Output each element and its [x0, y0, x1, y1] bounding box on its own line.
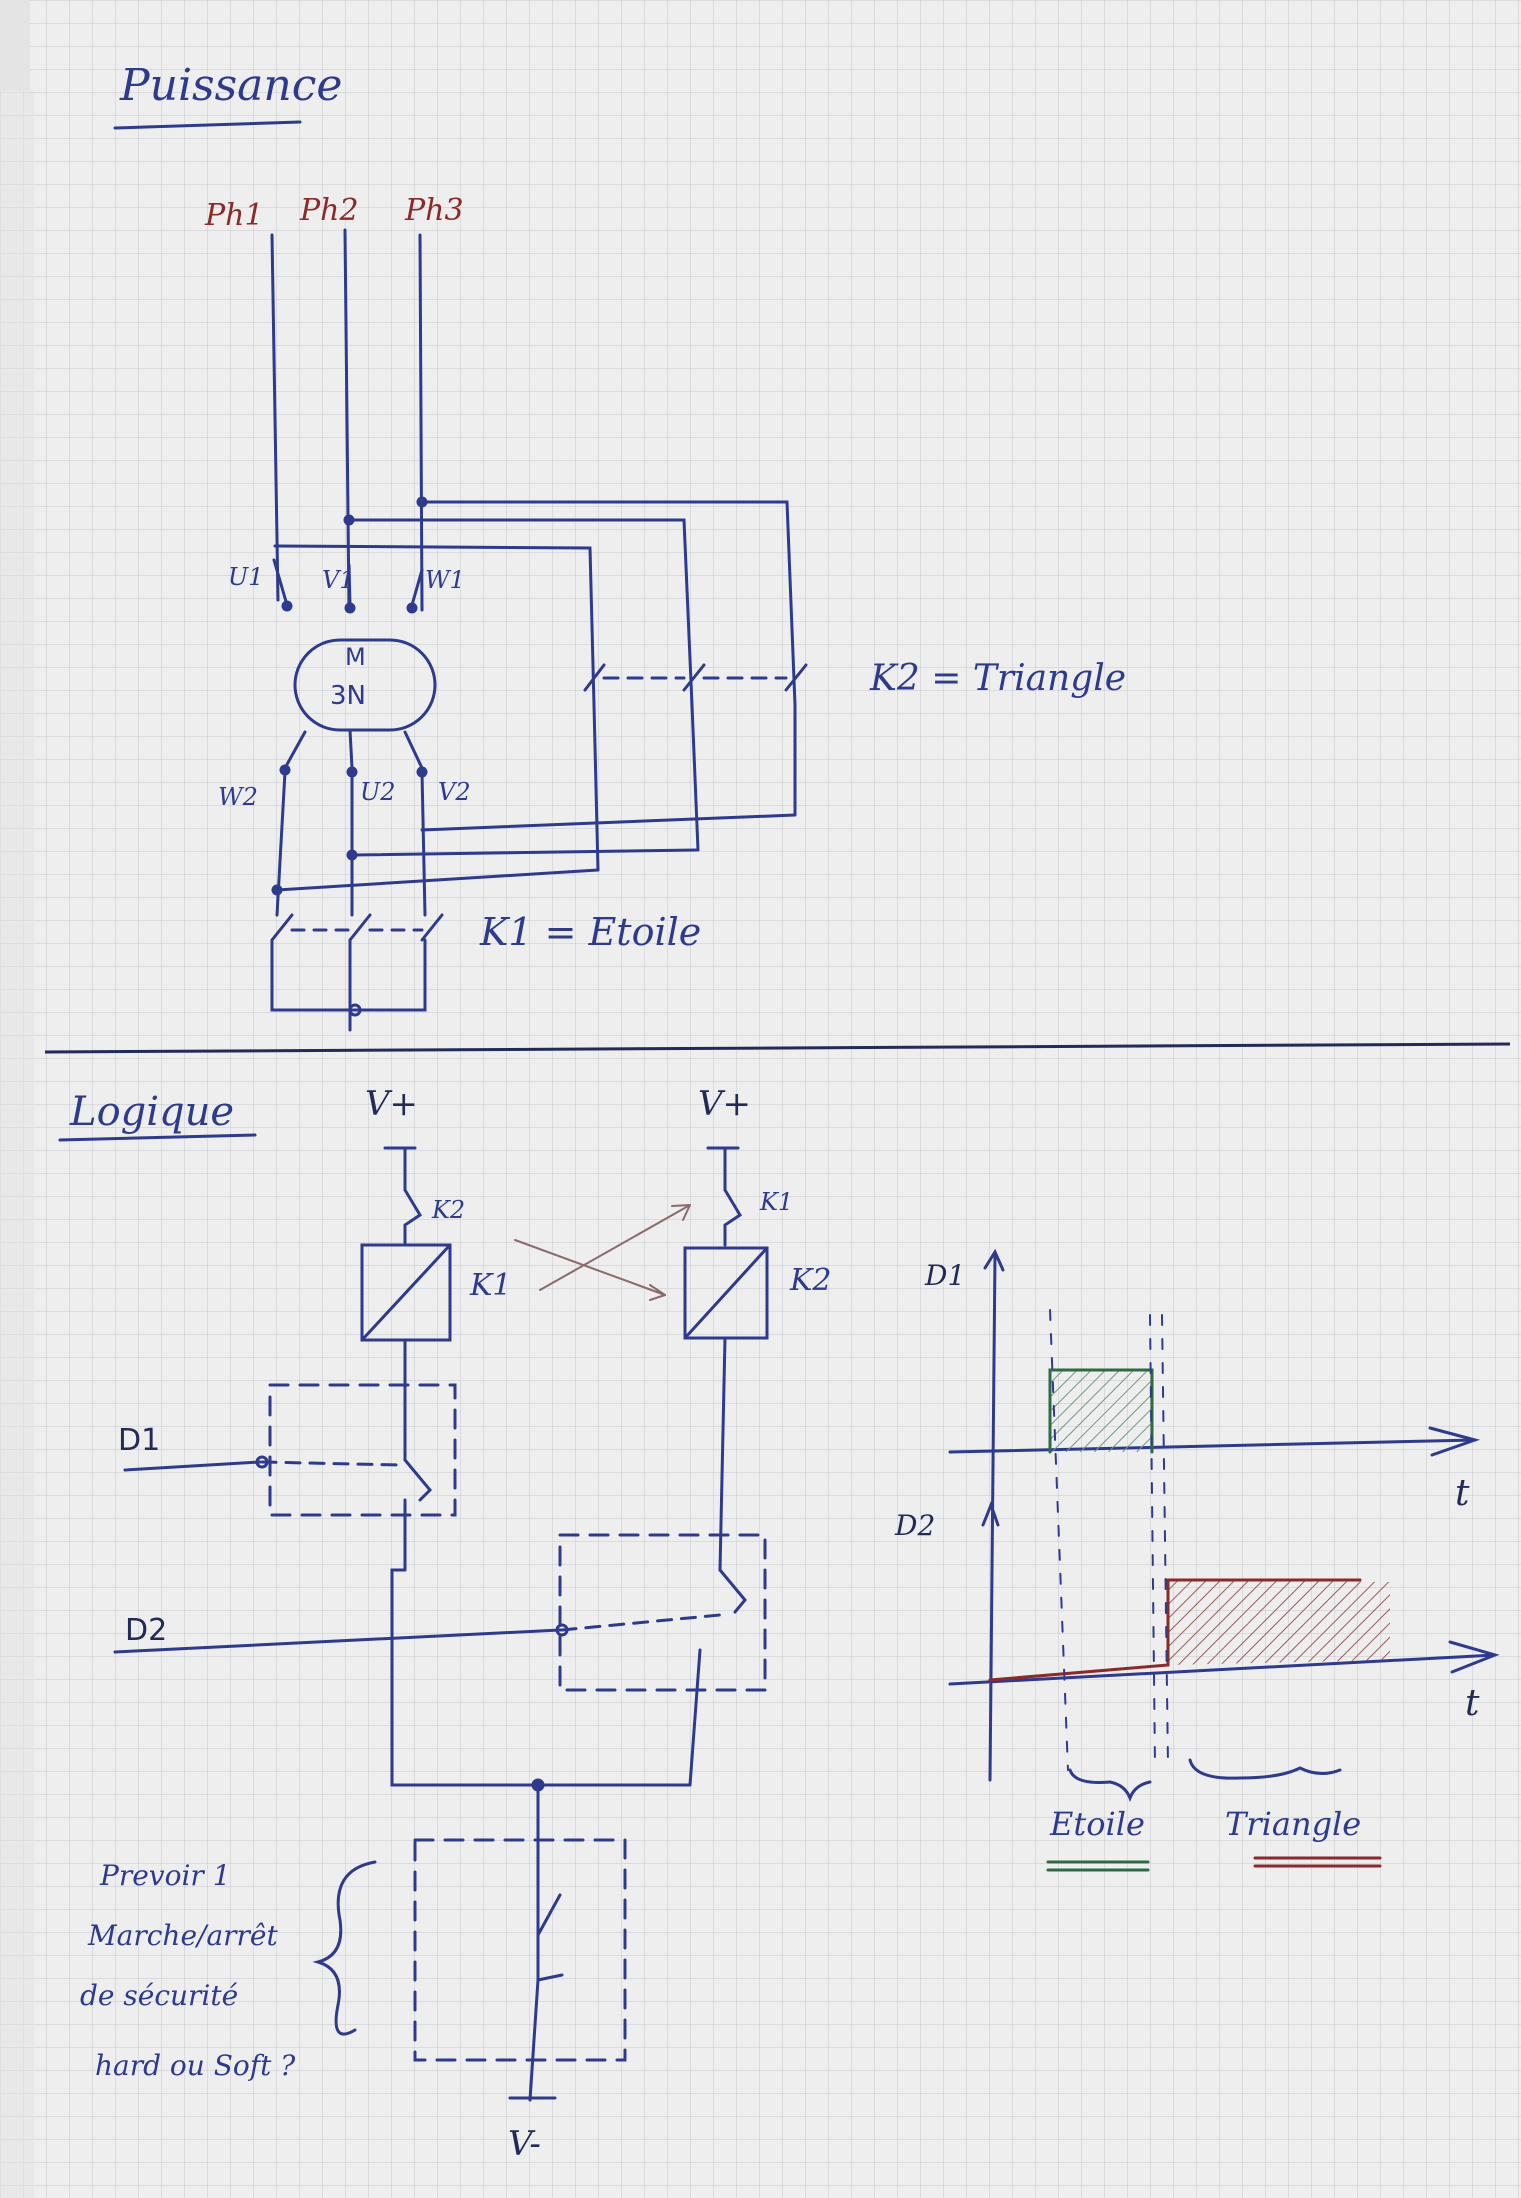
- phase-label-3: Ph3: [404, 193, 464, 228]
- v-minus: V-: [508, 2124, 541, 2164]
- d2-contact: [718, 1568, 747, 1614]
- terminal-u2: U2: [360, 778, 396, 806]
- terminal-w1: W1: [425, 566, 465, 594]
- puissance-title: Puissance: [119, 60, 342, 111]
- k2-feeder-u: [273, 544, 600, 872]
- k2-feeder-w: [420, 500, 797, 817]
- timing-t-label-2: t: [1465, 1683, 1480, 1724]
- k2-return-v: [350, 848, 700, 857]
- timing-diagram: D1 t D2 t Etoile Triangle: [894, 1248, 1500, 1872]
- d1-label: D1: [118, 1423, 160, 1458]
- note-line-2: Marche/arrêt: [87, 1919, 279, 1952]
- etoile-brace: [1068, 1768, 1152, 1803]
- d2-pulse: [988, 1578, 1362, 1682]
- phase-label-2: Ph2: [299, 193, 359, 228]
- note-line-4: hard ou Soft ?: [95, 2049, 296, 2082]
- d1-axis-arrow: [983, 1248, 1005, 1272]
- logique-title-underline: [58, 1133, 257, 1142]
- interlock-contact-k1: [723, 1188, 743, 1247]
- phase-wire-1: [270, 233, 280, 602]
- motor-label-3n: 3N: [330, 681, 366, 711]
- k1-contacts: [270, 913, 444, 942]
- coil-label-k2: K2: [789, 1263, 832, 1298]
- k2-contacts: [583, 663, 808, 692]
- d1-input-wire: [123, 1460, 262, 1472]
- d2-pulse-fill: [1168, 1580, 1390, 1665]
- phase-wire-3: [418, 233, 424, 612]
- timing-d1-label: D1: [924, 1259, 965, 1292]
- v-plus-right: V+: [698, 1084, 751, 1124]
- phase-etoile-label: Etoile: [1049, 1805, 1145, 1843]
- note-line-3: de sécurité: [80, 1979, 238, 2012]
- timing-t-label-1: t: [1455, 1473, 1470, 1514]
- note-line-1: Prevoir 1: [99, 1859, 231, 1892]
- interlock-label-k2: K2: [431, 1196, 465, 1224]
- interlock-arrow-1: [514, 1239, 666, 1296]
- v-plus-left: V+: [365, 1084, 418, 1124]
- safety-contact: [528, 1893, 564, 2102]
- phase-label-1: Ph1: [204, 198, 264, 233]
- d2-input-wire: [113, 1628, 562, 1654]
- interlock-label-k1: K1: [759, 1188, 793, 1216]
- safety-switch-box: [413, 1838, 627, 2062]
- d2-switch-box: [558, 1533, 767, 1692]
- terminal-w2: W2: [218, 783, 258, 811]
- triangle-brace: [1188, 1758, 1342, 1780]
- d1-switch-box: [268, 1383, 457, 1517]
- k2-feeder-v: [347, 518, 700, 852]
- d2-axis-arrow: [981, 1500, 1000, 1527]
- d2-label: D2: [125, 1613, 167, 1648]
- logique-section: Logique V+ K2 K1 D1 V+ K1 K2: [58, 1084, 832, 2164]
- k2-return-w: [420, 813, 797, 832]
- timing-axis-d2: [948, 1653, 1497, 1686]
- motor-symbol: [293, 638, 437, 732]
- timing-axis-d1: [948, 1438, 1477, 1454]
- grid-pattern: [30, 0, 1521, 2198]
- phase-triangle-label: Triangle: [1225, 1805, 1361, 1843]
- k1-label: K1 = Etoile: [479, 910, 701, 954]
- timing-time-axis-vertical: [988, 1253, 997, 1782]
- d1-contact: [403, 1458, 433, 1502]
- motor-label-m: M: [345, 643, 366, 671]
- logique-title: Logique: [69, 1089, 234, 1135]
- timing-d2-label: D2: [894, 1509, 935, 1542]
- section-divider: [44, 1042, 1511, 1054]
- terminal-v1: V1: [322, 566, 355, 594]
- interlock-arrow-2: [539, 1204, 691, 1291]
- puissance-title-underline: [113, 120, 302, 130]
- terminal-u1: U1: [228, 563, 264, 591]
- k2-return-u: [275, 868, 600, 892]
- safety-note: Prevoir 1 Marche/arrêt de sécurité hard …: [80, 1859, 296, 2082]
- note-brace: [312, 1860, 377, 2036]
- terminal-v2: V2: [438, 778, 471, 806]
- coil-label-k1: K1: [469, 1268, 512, 1303]
- interlock-contact-k2: [403, 1188, 423, 1247]
- puissance-section: Puissance Ph1 Ph2 Ph3 U1 V1 W1 M 3N: [113, 60, 1126, 1032]
- k2-label: K2 = Triangle: [869, 658, 1126, 699]
- d1-pulse-fill: [1050, 1370, 1152, 1452]
